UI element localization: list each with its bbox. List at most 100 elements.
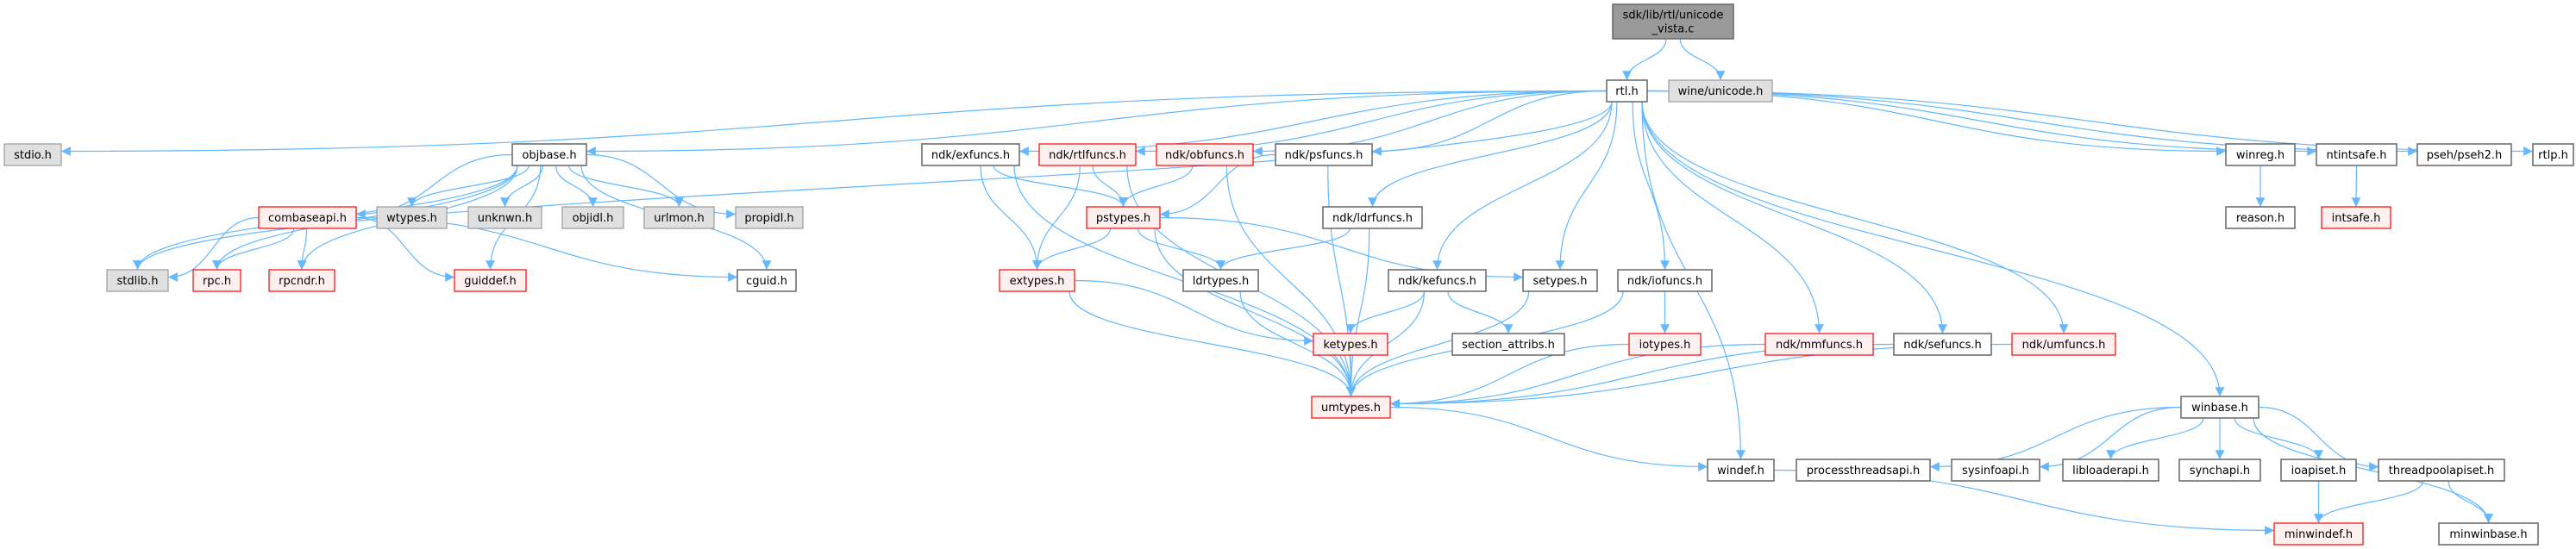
- node-box[interactable]: [2225, 206, 2296, 229]
- node-box[interactable]: [1451, 333, 1565, 356]
- node-pseh2[interactable]: pseh/pseh2.h: [2416, 143, 2512, 166]
- node-ioapiset[interactable]: ioapiset.h: [2280, 459, 2357, 482]
- node-box[interactable]: [1182, 269, 1259, 292]
- node-box[interactable]: [2416, 143, 2512, 166]
- node-box[interactable]: [1612, 3, 1734, 40]
- node-box[interactable]: [2180, 396, 2259, 419]
- node-section[interactable]: section_attribs.h: [1451, 333, 1565, 356]
- node-ldrtypes[interactable]: ldrtypes.h: [1182, 269, 1259, 292]
- node-box[interactable]: [258, 206, 357, 229]
- node-box[interactable]: [1668, 79, 1773, 103]
- node-mmfuncs[interactable]: ndk/mmfuncs.h: [1764, 333, 1874, 356]
- node-box[interactable]: [1796, 459, 1931, 482]
- node-wtypes[interactable]: wtypes.h: [376, 206, 448, 229]
- node-box[interactable]: [1275, 143, 1373, 166]
- node-minwinbase[interactable]: minwinbase.h: [2438, 522, 2539, 546]
- node-processthreadsapi[interactable]: processthreadsapi.h: [1796, 459, 1931, 482]
- node-box[interactable]: [2011, 333, 2116, 356]
- node-umtypes[interactable]: umtypes.h: [1311, 396, 1391, 419]
- node-box[interactable]: [1606, 79, 1648, 103]
- node-box[interactable]: [467, 206, 542, 229]
- node-intsafe[interactable]: intsafe.h: [2321, 206, 2391, 229]
- node-exfuncs[interactable]: ndk/exfuncs.h: [921, 143, 1020, 166]
- node-iofuncs[interactable]: ndk/iofuncs.h: [1617, 269, 1713, 292]
- node-box[interactable]: [2280, 459, 2357, 482]
- node-box[interactable]: [1617, 269, 1713, 292]
- node-ldrfuncs[interactable]: ndk/ldrfuncs.h: [1322, 206, 1423, 229]
- node-box[interactable]: [454, 269, 527, 292]
- node-guiddef[interactable]: guiddef.h: [454, 269, 527, 292]
- node-cguid[interactable]: cguid.h: [736, 269, 797, 292]
- node-box[interactable]: [999, 269, 1075, 292]
- node-box[interactable]: [1313, 333, 1388, 356]
- node-libloaderapi[interactable]: libloaderapi.h: [2062, 459, 2159, 482]
- node-ntintsafe[interactable]: ntintsafe.h: [2316, 143, 2397, 166]
- node-windef[interactable]: windef.h: [1707, 459, 1775, 482]
- node-box[interactable]: [1707, 459, 1775, 482]
- node-box[interactable]: [2321, 206, 2391, 229]
- node-box[interactable]: [1311, 396, 1391, 419]
- node-box[interactable]: [376, 206, 448, 229]
- node-box[interactable]: [192, 269, 241, 292]
- node-box[interactable]: [921, 143, 1020, 166]
- node-box[interactable]: [1628, 333, 1702, 356]
- node-umfuncs[interactable]: ndk/umfuncs.h: [2011, 333, 2116, 356]
- node-box[interactable]: [2225, 143, 2296, 166]
- node-box[interactable]: [3, 143, 62, 166]
- node-threadpoolapiset[interactable]: threadpoolapiset.h: [2378, 459, 2505, 482]
- node-kefuncs[interactable]: ndk/kefuncs.h: [1388, 269, 1487, 292]
- node-root[interactable]: sdk/lib/rtl/unicode_vista.c: [1612, 3, 1734, 40]
- node-minwindef[interactable]: minwindef.h: [2273, 522, 2364, 546]
- node-box[interactable]: [735, 206, 804, 229]
- node-box[interactable]: [736, 269, 797, 292]
- node-setypes[interactable]: setypes.h: [1522, 269, 1598, 292]
- node-box[interactable]: [2316, 143, 2397, 166]
- node-box[interactable]: [1388, 269, 1487, 292]
- node-sefuncs[interactable]: ndk/sefuncs.h: [1893, 333, 1992, 356]
- node-iotypes[interactable]: iotypes.h: [1628, 333, 1702, 356]
- node-combaseapi[interactable]: combaseapi.h: [258, 206, 357, 229]
- node-wine[interactable]: wine/unicode.h: [1668, 79, 1773, 103]
- node-box[interactable]: [643, 206, 715, 229]
- node-rtlfuncs[interactable]: ndk/rtlfuncs.h: [1038, 143, 1137, 166]
- node-box[interactable]: [1893, 333, 1992, 356]
- node-stdlib[interactable]: stdlib.h: [106, 269, 169, 292]
- node-box[interactable]: [2062, 459, 2159, 482]
- node-box[interactable]: [1322, 206, 1423, 229]
- node-box[interactable]: [1038, 143, 1137, 166]
- node-box[interactable]: [2438, 522, 2539, 546]
- node-winbase[interactable]: winbase.h: [2180, 396, 2259, 419]
- node-box[interactable]: [2378, 459, 2505, 482]
- node-box[interactable]: [2532, 143, 2574, 166]
- node-rpc[interactable]: rpc.h: [192, 269, 241, 292]
- node-urlmon[interactable]: urlmon.h: [643, 206, 715, 229]
- node-rpcndr[interactable]: rpcndr.h: [268, 269, 335, 292]
- node-rtlp[interactable]: rtlp.h: [2532, 143, 2574, 166]
- node-ketypes[interactable]: ketypes.h: [1313, 333, 1388, 356]
- node-box[interactable]: [106, 269, 169, 292]
- node-box[interactable]: [1951, 459, 2040, 482]
- node-psfuncs[interactable]: ndk/psfuncs.h: [1275, 143, 1373, 166]
- node-box[interactable]: [1086, 206, 1161, 229]
- node-objbase[interactable]: objbase.h: [511, 143, 587, 166]
- node-box[interactable]: [511, 143, 587, 166]
- node-box[interactable]: [1764, 333, 1874, 356]
- node-objidl[interactable]: objidl.h: [561, 206, 624, 229]
- node-box[interactable]: [2178, 459, 2261, 482]
- node-stdio[interactable]: stdio.h: [3, 143, 62, 166]
- node-unknwn[interactable]: unknwn.h: [467, 206, 542, 229]
- node-sysinfoapi[interactable]: sysinfoapi.h: [1951, 459, 2040, 482]
- node-box[interactable]: [2273, 522, 2364, 546]
- node-synchapi[interactable]: synchapi.h: [2178, 459, 2261, 482]
- node-winreg[interactable]: winreg.h: [2225, 143, 2296, 166]
- node-pstypes[interactable]: pstypes.h: [1086, 206, 1161, 229]
- node-box[interactable]: [268, 269, 335, 292]
- node-rtl[interactable]: rtl.h: [1606, 79, 1648, 103]
- node-reason[interactable]: reason.h: [2225, 206, 2296, 229]
- node-box[interactable]: [1156, 143, 1254, 166]
- node-obfuncs[interactable]: ndk/obfuncs.h: [1156, 143, 1254, 166]
- node-box[interactable]: [561, 206, 624, 229]
- node-extypes[interactable]: extypes.h: [999, 269, 1075, 292]
- node-propidl[interactable]: propidl.h: [735, 206, 804, 229]
- node-box[interactable]: [1522, 269, 1598, 292]
